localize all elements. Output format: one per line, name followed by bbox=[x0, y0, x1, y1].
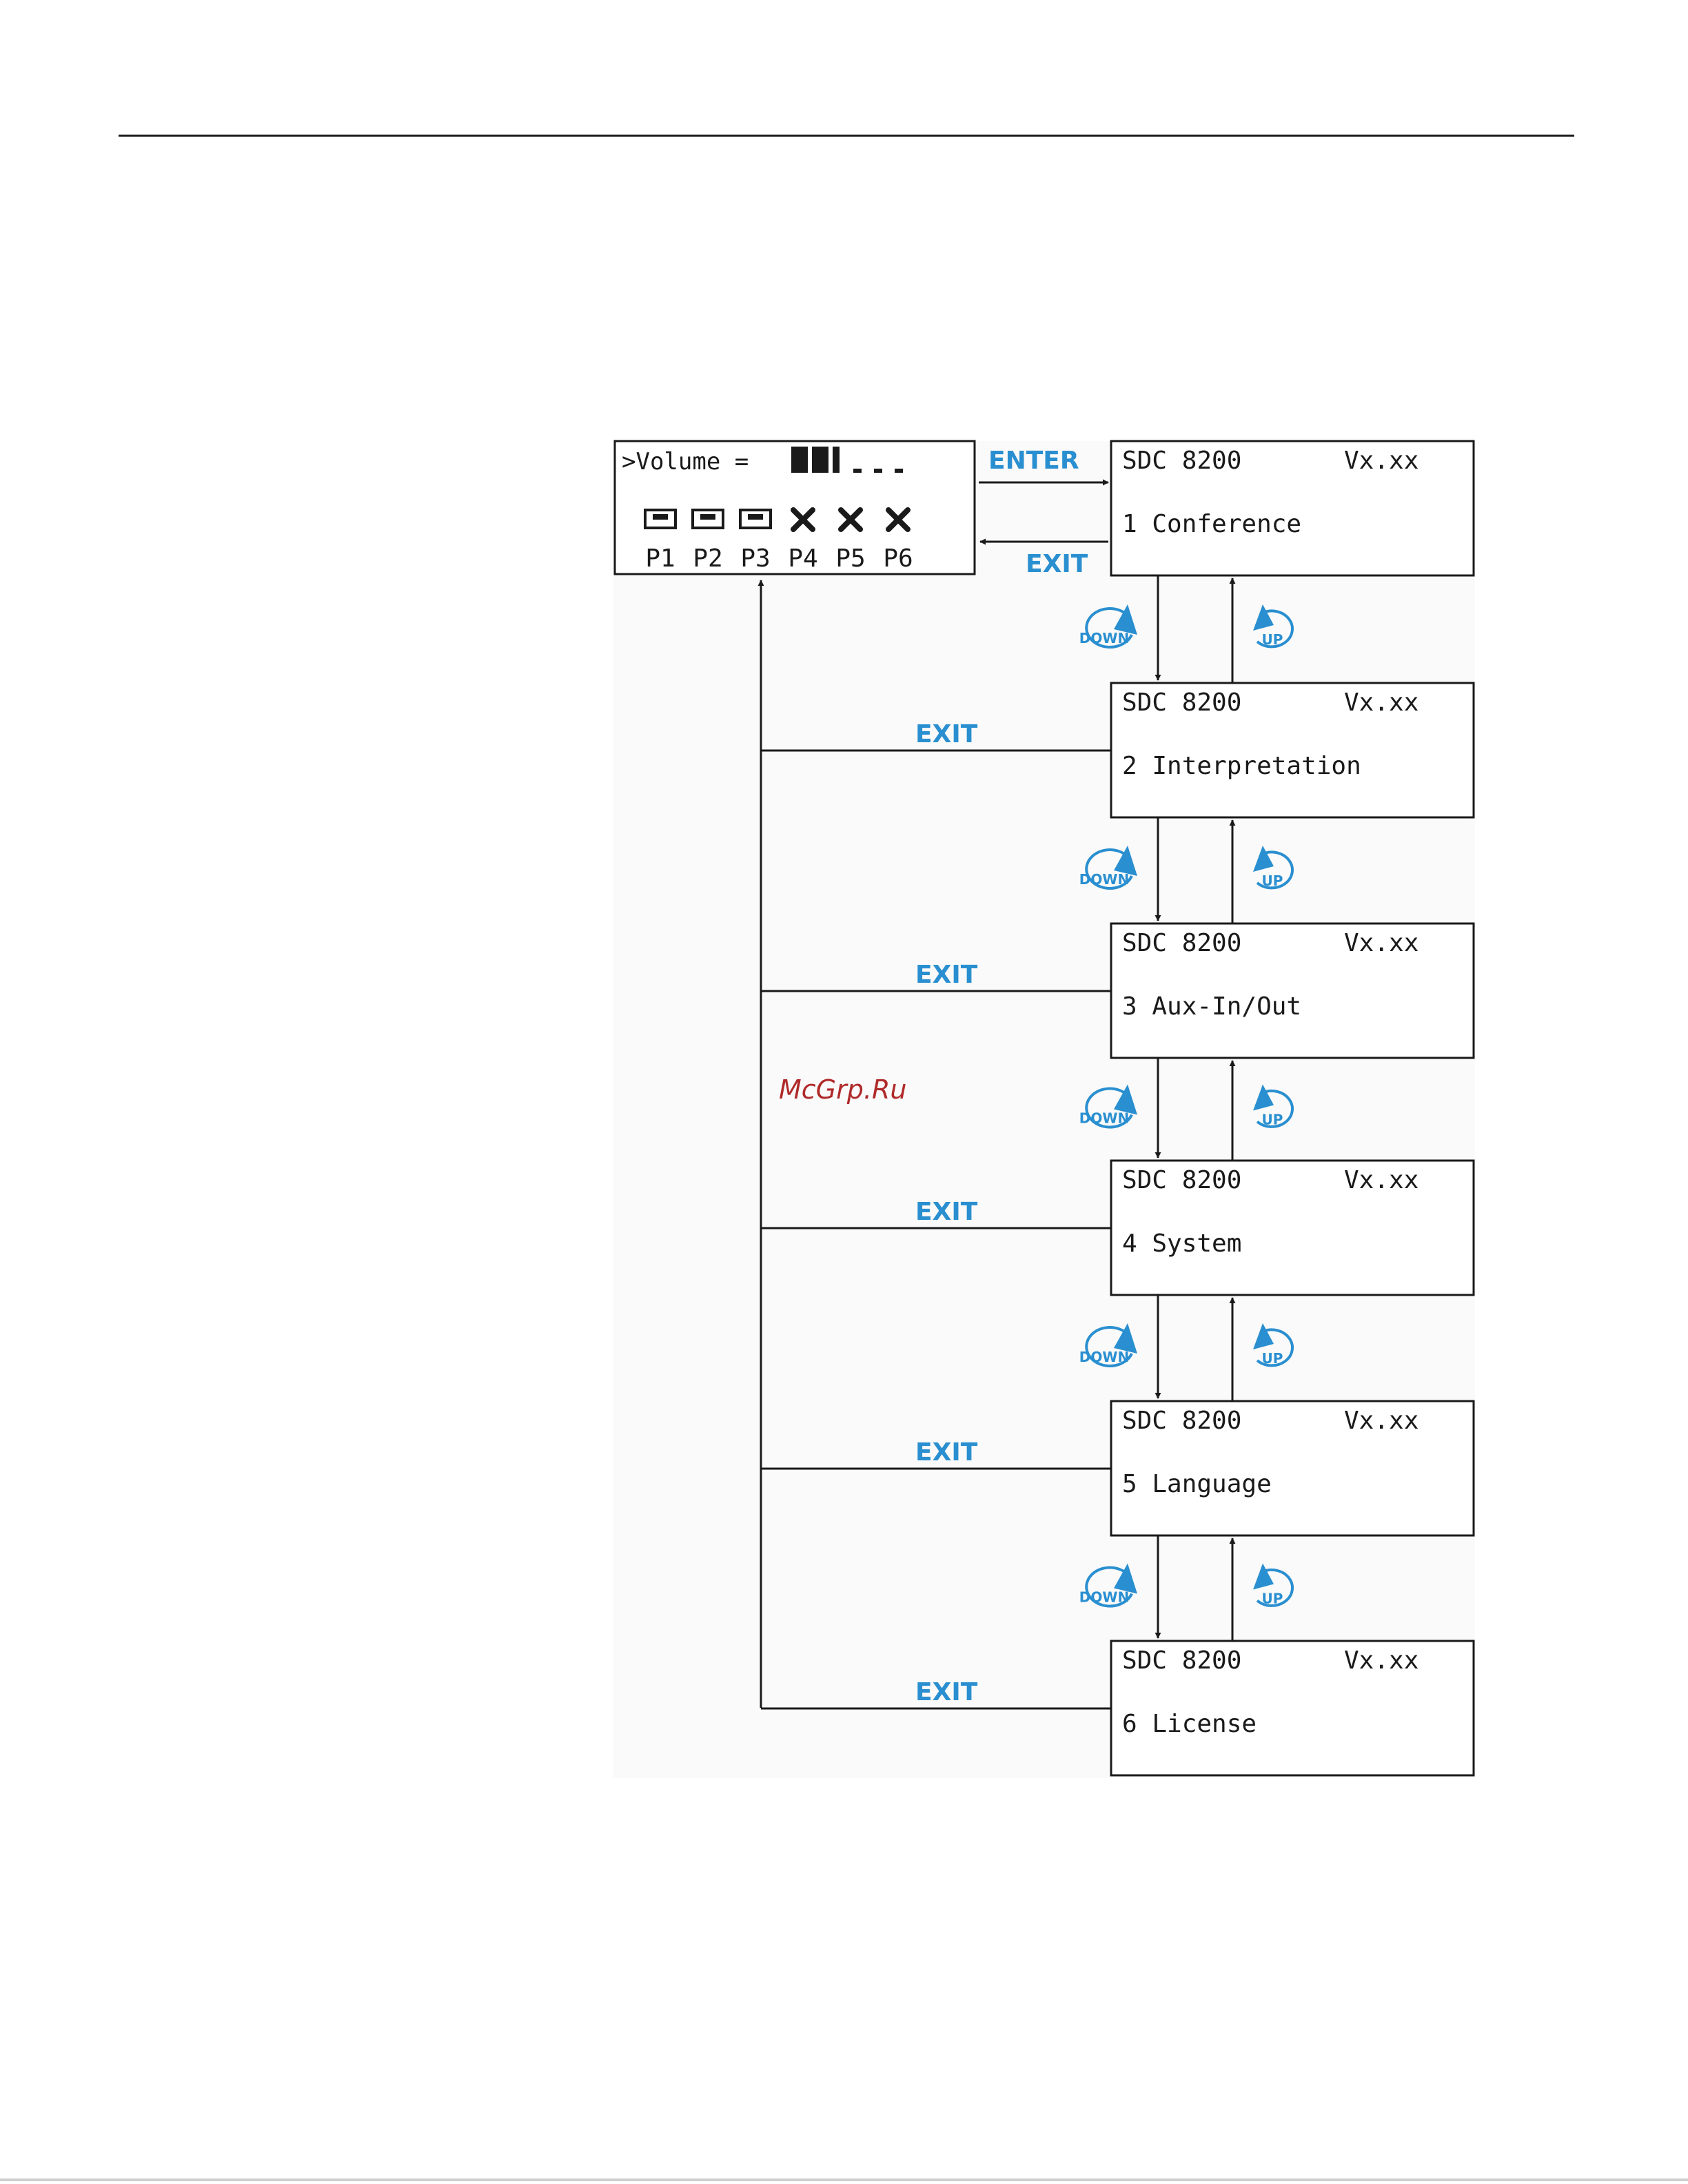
slot-label: P2 bbox=[693, 544, 722, 573]
menu-screen: SDC 8200 Vx.xx 1 Conference bbox=[1111, 441, 1474, 575]
volume-segment-filled bbox=[812, 447, 828, 473]
down-label: DOWN bbox=[1079, 1110, 1129, 1127]
slot-label: P3 bbox=[740, 544, 770, 573]
menu-version: Vx.xx bbox=[1344, 1407, 1418, 1435]
menu-header: SDC 8200 bbox=[1122, 1166, 1241, 1194]
menu-screen: SDC 8200 Vx.xx 2 Interpretation bbox=[1111, 683, 1474, 817]
menu-item-label: 5 Language bbox=[1122, 1470, 1272, 1498]
menu-header: SDC 8200 bbox=[1122, 1407, 1241, 1435]
up-label: UP bbox=[1262, 1591, 1283, 1607]
up-label: UP bbox=[1262, 1112, 1283, 1128]
menu-item-label: 2 Interpretation bbox=[1122, 752, 1361, 780]
menu-item-label: 3 Aux-In/Out bbox=[1122, 992, 1301, 1021]
slot-label: P6 bbox=[883, 544, 913, 573]
menu-header: SDC 8200 bbox=[1122, 447, 1241, 475]
menu-screen: SDC 8200 Vx.xx 6 License bbox=[1111, 1641, 1474, 1775]
down-label: DOWN bbox=[1079, 630, 1129, 646]
up-label: UP bbox=[1262, 1350, 1283, 1367]
up-label: UP bbox=[1262, 631, 1283, 648]
enter-label: ENTER bbox=[988, 447, 1079, 475]
volume-segment-filled bbox=[791, 447, 808, 473]
slot-label: P1 bbox=[645, 544, 675, 573]
down-label: DOWN bbox=[1079, 871, 1129, 888]
menu-version: Vx.xx bbox=[1344, 929, 1418, 957]
menu-version: Vx.xx bbox=[1344, 447, 1418, 475]
menu-item-label: 6 License bbox=[1122, 1710, 1257, 1738]
up-label: UP bbox=[1262, 872, 1283, 889]
down-label: DOWN bbox=[1079, 1349, 1129, 1365]
menu-header: SDC 8200 bbox=[1122, 1646, 1241, 1675]
menu-version: Vx.xx bbox=[1344, 1166, 1418, 1194]
slot-label: P5 bbox=[835, 544, 865, 573]
menu-screen: SDC 8200 Vx.xx 4 System bbox=[1111, 1161, 1474, 1295]
diagram-background bbox=[613, 441, 1475, 1778]
slot-label: P4 bbox=[788, 544, 817, 573]
volume-segment-filled bbox=[833, 447, 840, 473]
exit-label-top: EXIT bbox=[1026, 550, 1088, 578]
volume-segment-empty bbox=[895, 469, 903, 473]
slot-active-fill bbox=[748, 514, 763, 520]
exit-label: EXIT bbox=[915, 1438, 978, 1467]
volume-screen: >Volume = P1 P2 P3 P4 P5 P6 bbox=[615, 441, 975, 574]
menu-header: SDC 8200 bbox=[1122, 929, 1241, 957]
menu-version: Vx.xx bbox=[1344, 688, 1418, 717]
volume-label: >Volume = bbox=[622, 448, 749, 476]
watermark: McGrp.Ru bbox=[779, 1074, 906, 1105]
exit-label: EXIT bbox=[915, 961, 978, 989]
slot-active-fill bbox=[700, 514, 715, 520]
slot-active-fill bbox=[653, 514, 668, 520]
volume-segment-empty bbox=[874, 469, 882, 473]
volume-segment-empty bbox=[853, 469, 862, 473]
menu-version: Vx.xx bbox=[1344, 1646, 1418, 1675]
exit-label: EXIT bbox=[915, 1678, 978, 1706]
down-label: DOWN bbox=[1079, 1589, 1129, 1606]
exit-label: EXIT bbox=[915, 1198, 978, 1226]
menu-screen: SDC 8200 Vx.xx 3 Aux-In/Out bbox=[1111, 923, 1474, 1058]
menu-header: SDC 8200 bbox=[1122, 688, 1241, 717]
menu-item-label: 4 System bbox=[1122, 1229, 1241, 1258]
menu-item-label: 1 Conference bbox=[1122, 510, 1301, 538]
menu-screen: SDC 8200 Vx.xx 5 Language bbox=[1111, 1401, 1474, 1535]
exit-label: EXIT bbox=[915, 720, 978, 748]
